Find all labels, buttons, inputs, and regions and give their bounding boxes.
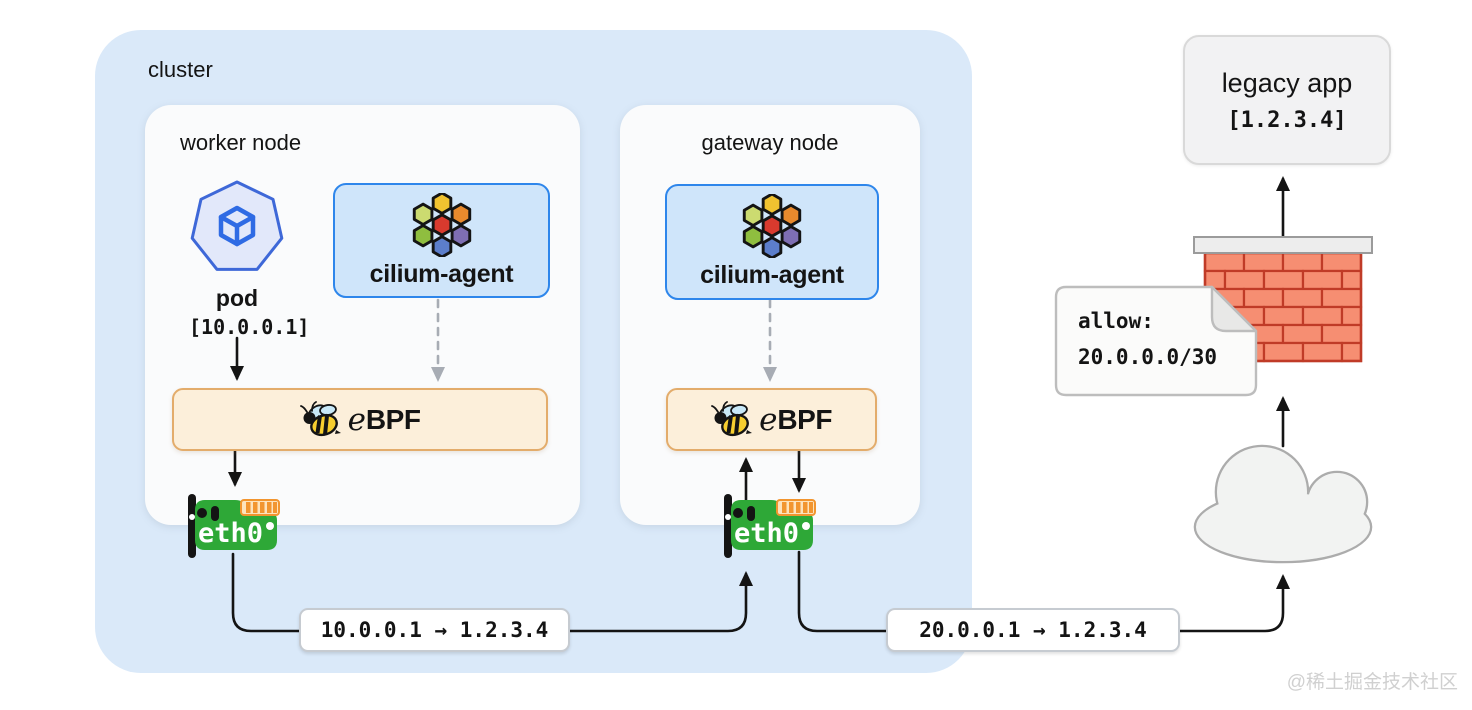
worker-node-label: worker node xyxy=(180,130,302,155)
cloud-icon xyxy=(1193,444,1373,564)
bee-icon xyxy=(711,400,753,436)
cilium-agent-label: cilium-agent xyxy=(369,259,514,288)
pod-ip: [10.0.0.1] xyxy=(189,315,310,339)
worker-node xyxy=(145,105,580,525)
legacy-app-label: legacy app xyxy=(1221,67,1353,98)
pod-label: pod xyxy=(215,285,259,311)
cilium-agent-box-gateway: cilium-agent xyxy=(665,184,879,300)
legacy-app-ip: [1.2.3.4] xyxy=(1227,107,1347,133)
ebpf-label-e: e xyxy=(347,401,366,438)
eth0-label: eth0 xyxy=(198,518,263,549)
cube-icon xyxy=(218,205,256,247)
pod-icon xyxy=(190,180,284,271)
cilium-agent-box-worker: cilium-agent xyxy=(333,183,550,298)
eth0-icon-worker: eth0 xyxy=(188,494,280,558)
bee-icon xyxy=(299,400,341,436)
legacy-app-box: legacy app [1.2.3.4] xyxy=(1183,35,1391,165)
note-line2: 20.0.0.0/30 xyxy=(1078,345,1218,369)
pod: pod [10.0.0.1] xyxy=(189,180,310,339)
cilium-logo-icon xyxy=(412,192,471,257)
folded-corner xyxy=(1210,285,1258,333)
note-line1: allow: xyxy=(1078,309,1154,333)
ebpf-label-bpf: BPF xyxy=(365,403,421,435)
ebpf-label-bpf: BPF xyxy=(777,403,832,435)
firewall-cap xyxy=(1193,236,1373,254)
cluster-label: cluster xyxy=(148,57,213,82)
cilium-logo-icon xyxy=(742,194,802,258)
flow-label-gateway-to-app: 20.0.0.1 → 1.2.3.4 xyxy=(886,608,1180,652)
firewall-note xyxy=(1054,285,1258,397)
eth0-icon-gateway: eth0 xyxy=(724,494,816,558)
cilium-agent-label: cilium-agent xyxy=(700,261,844,289)
firewall-note-text: allow: 20.0.0.0/30 xyxy=(1078,303,1217,375)
gateway-node-label: gateway node xyxy=(701,130,839,155)
eth0-label: eth0 xyxy=(734,518,799,549)
flow-label-pod-to-gateway: 10.0.0.1 → 1.2.3.4 xyxy=(299,608,570,652)
ebpf-label-e: e xyxy=(759,401,778,438)
watermark: @稀土掘金技术社区 xyxy=(1286,672,1458,693)
